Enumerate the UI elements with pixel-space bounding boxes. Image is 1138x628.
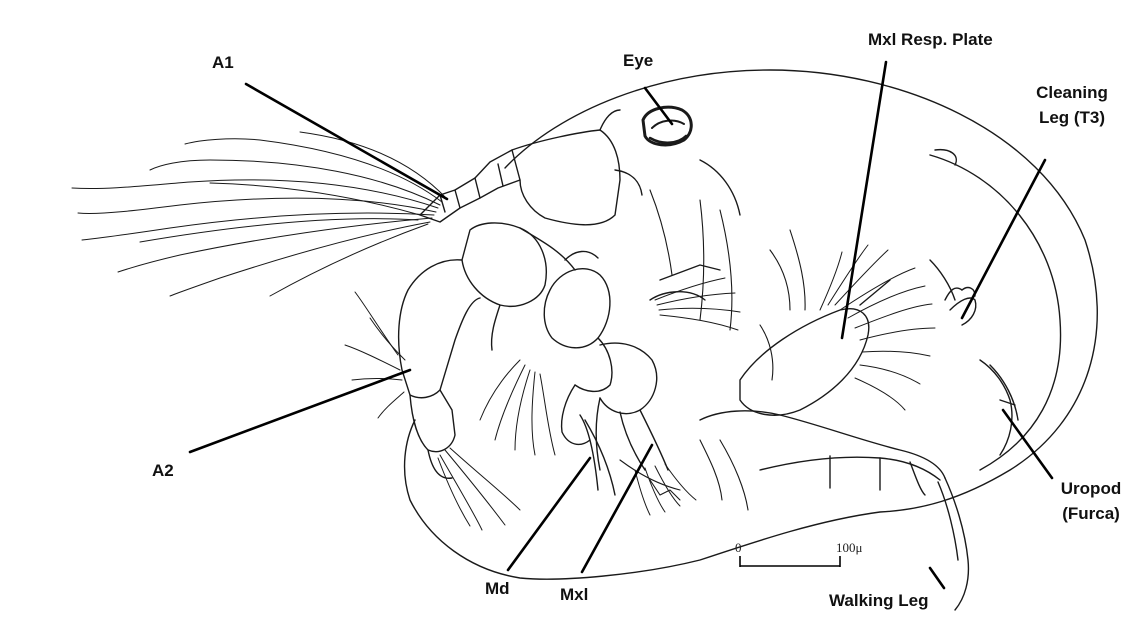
- uropod-furca: [980, 360, 1018, 455]
- maxillule-mxl: [596, 160, 740, 470]
- label-md: Md: [485, 578, 510, 599]
- mxl-resp-plate: [740, 280, 890, 415]
- antennule-a1: [420, 110, 642, 225]
- lower-setae: [635, 464, 696, 515]
- eye-structure: [643, 107, 691, 145]
- scale-start: 0: [735, 540, 742, 556]
- leader-mxl-resp-plate: [842, 62, 886, 338]
- label-a1: A1: [212, 52, 234, 73]
- label-uropod: Uropod (Furca): [1046, 478, 1136, 524]
- leader-md: [508, 458, 590, 570]
- internal-contours: [620, 190, 805, 510]
- label-cleaning-leg-line1: Cleaning: [1024, 82, 1120, 103]
- leader-walking-leg: [930, 568, 944, 588]
- cleaning-leg-t3: [930, 260, 976, 325]
- label-walking-leg: Walking Leg: [829, 590, 929, 611]
- label-mxl: Mxl: [560, 584, 588, 605]
- leader-lines: [190, 62, 1052, 588]
- scale-bar: [740, 556, 840, 567]
- walking-leg: [700, 411, 968, 610]
- a1-setae: [72, 132, 446, 296]
- label-uropod-line2: (Furca): [1046, 503, 1136, 524]
- label-a2: A2: [152, 460, 174, 481]
- mandible-md: [544, 251, 615, 495]
- md-setae: [480, 360, 555, 455]
- leader-cleaning-leg: [962, 160, 1045, 318]
- mxl-fan: [655, 278, 740, 330]
- label-uropod-line1: Uropod: [1046, 478, 1136, 499]
- label-cleaning-leg: Cleaning Leg (T3): [1024, 82, 1120, 128]
- label-cleaning-leg-line2: Leg (T3): [1024, 107, 1120, 128]
- antenna-a2: [399, 223, 575, 478]
- label-mxl-resp-plate: Mxl Resp. Plate: [868, 29, 993, 50]
- carapace-outline: [405, 70, 1098, 579]
- scale-end: 100μ: [836, 540, 862, 556]
- leader-a1: [246, 84, 447, 199]
- label-eye: Eye: [623, 50, 653, 71]
- scale-end-value: 100: [836, 540, 856, 555]
- leader-mxl: [582, 445, 652, 572]
- leader-uropod: [1003, 410, 1052, 478]
- scale-unit: μ: [856, 540, 863, 555]
- leader-a2: [190, 370, 410, 452]
- carapace-inner: [930, 155, 1061, 470]
